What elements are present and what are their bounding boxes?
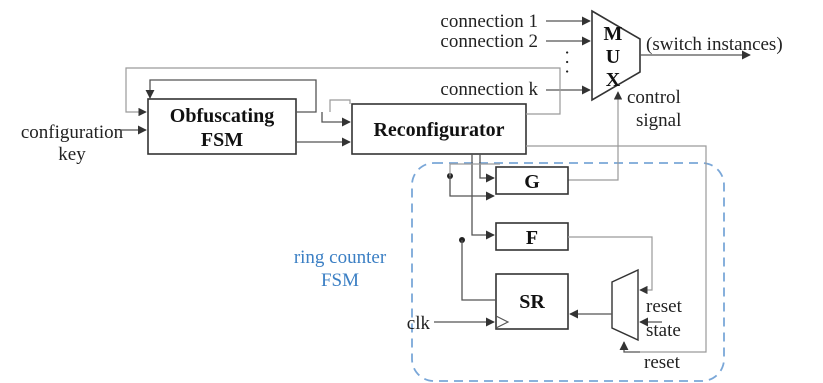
obfuscating-fsm-label-line1: Obfuscating [170,105,274,127]
reset-state-label-line2: state [646,320,681,341]
obf-to-reconfig-wire-3 [329,99,351,112]
feedback-loop-wire [125,67,561,117]
switch-instances-label: (switch instances) [646,34,783,55]
connection-dots: . . . [561,50,582,74]
signal-label: signal [636,110,681,131]
f-block [495,222,569,251]
connection-2-label: connection 2 [440,31,538,52]
control-signal-wire [568,91,623,181]
mux-trapezoid [591,9,641,102]
key-label: key [58,144,86,165]
mux-letter-m: M [604,23,623,45]
configuration-label: configuration [21,122,124,143]
obfuscating-self-loop [145,79,317,113]
reconfig-to-f-wire [471,154,495,240]
obfuscating-fsm-block [147,98,297,155]
sr-clock-triangle [495,315,510,329]
f-label: F [526,227,538,249]
reconfig-to-g-wire [479,154,495,183]
f-to-smallmux-wire [568,236,653,295]
obfuscating-fsm-label-line2: FSM [201,129,243,151]
right-long-wire [526,145,707,353]
control-label: control [627,87,681,108]
obf-to-reconfig-wire-2 [321,112,351,127]
reconfigurator-block [351,103,527,155]
sr-label: SR [519,291,545,313]
ring-counter-group-border [411,162,725,382]
sr-block [495,273,569,330]
reset-label: reset [644,352,681,373]
reset-state-label-line1: reset [646,296,683,317]
small-mux-trapezoid [611,268,639,342]
g-block [495,166,569,195]
g-label: G [524,171,540,193]
mux-letter-u: U [606,46,620,68]
ring-counter-fsm-label: FSM [321,270,359,291]
reset-arrow [619,341,640,353]
sr-to-g-feedback [449,176,495,201]
ring-counter-label: ring counter [294,247,387,268]
connection-1-label: connection 1 [440,11,538,32]
sr-to-f-feedback [461,240,496,301]
clk-label: clk [407,313,431,334]
mux-letter-x: X [606,69,621,91]
reconfigurator-label: Reconfigurator [373,119,504,141]
sr-loop-wire [449,163,500,176]
connection-k-label: connection k [440,79,538,100]
